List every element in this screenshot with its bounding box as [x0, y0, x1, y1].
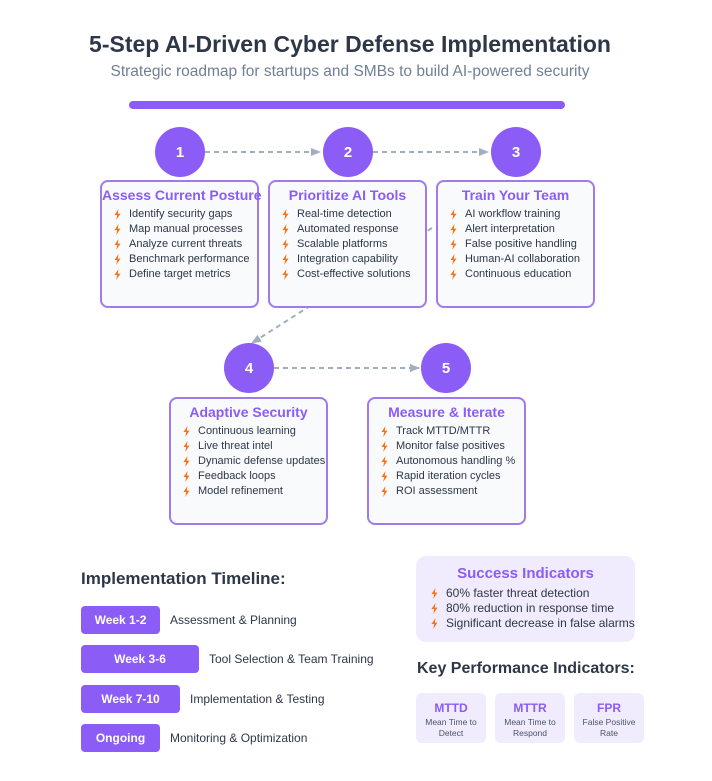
step-3-card: Train Your Team AI workflow training Ale…: [436, 180, 595, 308]
lightning-icon: [282, 239, 289, 250]
header-accent-bar: [129, 101, 565, 109]
step-4-circle: 4: [224, 343, 274, 393]
step-item: Analyze current threats: [114, 237, 257, 252]
step-1-title: Assess Current Posture: [102, 187, 262, 203]
step-item: Model refinement: [183, 484, 326, 499]
step-4-card: Adaptive Security Continuous learning Li…: [169, 397, 328, 525]
step-5-circle: 5: [421, 343, 471, 393]
kpi-heading: Key Performance Indicators:: [417, 660, 635, 677]
page-title: 5-Step AI-Driven Cyber Defense Implement…: [89, 31, 611, 57]
lightning-icon: [381, 471, 388, 482]
timeline-period-week-7-10: Week 7-10: [81, 685, 180, 713]
lightning-icon: [114, 254, 121, 265]
step-item: Integration capability: [282, 252, 425, 267]
step-4-title: Adaptive Security: [189, 404, 308, 420]
lightning-icon: [114, 224, 121, 235]
lightning-icon: [114, 269, 121, 280]
step-item: Dynamic defense updates: [183, 454, 326, 469]
success-item: 80% reduction in response time: [431, 601, 635, 616]
lightning-icon: [381, 441, 388, 452]
step-item: Alert interpretation: [450, 222, 593, 237]
lightning-icon: [450, 239, 457, 250]
lightning-icon: [282, 254, 289, 265]
lightning-icon: [183, 426, 190, 437]
step-item: Scalable platforms: [282, 237, 425, 252]
lightning-icon: [381, 486, 388, 497]
success-item: Significant decrease in false alarms: [431, 616, 635, 631]
lightning-icon: [282, 209, 289, 220]
step-item: AI workflow training: [450, 207, 593, 222]
step-item: Cost-effective solutions: [282, 267, 425, 282]
timeline-label: Tool Selection & Team Training: [209, 652, 374, 666]
step-item: Live threat intel: [183, 439, 326, 454]
step-item: Feedback loops: [183, 469, 326, 484]
kpi-desc: Mean Time to Respond: [504, 717, 556, 738]
page-subtitle: Strategic roadmap for startups and SMBs …: [110, 63, 590, 80]
timeline-label: Assessment & Planning: [170, 613, 297, 627]
lightning-icon: [450, 269, 457, 280]
step-5-card: Measure & Iterate Track MTTD/MTTR Monito…: [367, 397, 526, 525]
step-2-title: Prioritize AI Tools: [288, 187, 407, 203]
step-3-title: Train Your Team: [461, 187, 570, 203]
step-item: Monitor false positives: [381, 439, 524, 454]
timeline-heading: Implementation Timeline:: [81, 569, 286, 588]
lightning-icon: [282, 224, 289, 235]
lightning-icon: [183, 486, 190, 497]
kpi-desc: Mean Time to Detect: [425, 717, 477, 738]
step-item: Human-AI collaboration: [450, 252, 593, 267]
kpi-card-mttd: MTTD Mean Time to Detect: [416, 693, 486, 743]
step-item: Map manual processes: [114, 222, 257, 237]
timeline-label: Monitoring & Optimization: [170, 731, 308, 745]
lightning-icon: [183, 441, 190, 452]
lightning-icon: [381, 456, 388, 467]
timeline-period-week-1-2: Week 1-2: [81, 606, 160, 634]
step-item: Benchmark performance: [114, 252, 257, 267]
step-item: Automated response: [282, 222, 425, 237]
lightning-icon: [282, 269, 289, 280]
lightning-icon: [183, 471, 190, 482]
success-item: 60% faster threat detection: [431, 586, 635, 601]
step-item: False positive handling: [450, 237, 593, 252]
lightning-icon: [114, 209, 121, 220]
lightning-icon: [450, 209, 457, 220]
step-item: Rapid iteration cycles: [381, 469, 524, 484]
step-item: Real-time detection: [282, 207, 425, 222]
step-1-circle: 1: [155, 127, 205, 177]
lightning-icon: [431, 603, 438, 614]
step-item: Continuous education: [450, 267, 593, 282]
timeline-period-week-3-6: Week 3-6: [81, 645, 199, 673]
kpi-abbr: MTTD: [434, 701, 468, 715]
kpi-desc: False Positive Rate: [582, 717, 636, 738]
kpi-abbr: MTTR: [513, 701, 547, 715]
step-5-title: Measure & Iterate: [388, 404, 505, 420]
lightning-icon: [431, 588, 438, 599]
step-item: ROI assessment: [381, 484, 524, 499]
step-item: Identify security gaps: [114, 207, 257, 222]
step-item: Define target metrics: [114, 267, 257, 282]
step-item: Continuous learning: [183, 424, 326, 439]
step-item: Track MTTD/MTTR: [381, 424, 524, 439]
lightning-icon: [114, 239, 121, 250]
kpi-abbr: FPR: [597, 701, 621, 715]
success-indicators-panel: Success Indicators 60% faster threat det…: [416, 556, 635, 642]
lightning-icon: [381, 426, 388, 437]
step-1-card: Assess Current Posture Identify security…: [100, 180, 262, 308]
lightning-icon: [450, 254, 457, 265]
step-3-circle: 3: [491, 127, 541, 177]
lightning-icon: [450, 224, 457, 235]
step-2-circle: 2: [323, 127, 373, 177]
lightning-icon: [431, 618, 438, 629]
lightning-icon: [183, 456, 190, 467]
kpi-card-mttr: MTTR Mean Time to Respond: [495, 693, 565, 743]
success-indicators-title: Success Indicators: [457, 565, 594, 582]
timeline-period-ongoing: Ongoing: [81, 724, 160, 752]
timeline-label: Implementation & Testing: [190, 692, 325, 706]
kpi-card-fpr: FPR False Positive Rate: [574, 693, 644, 743]
step-item: Autonomous handling %: [381, 454, 524, 469]
step-2-card: Prioritize AI Tools Real-time detection …: [268, 180, 427, 308]
